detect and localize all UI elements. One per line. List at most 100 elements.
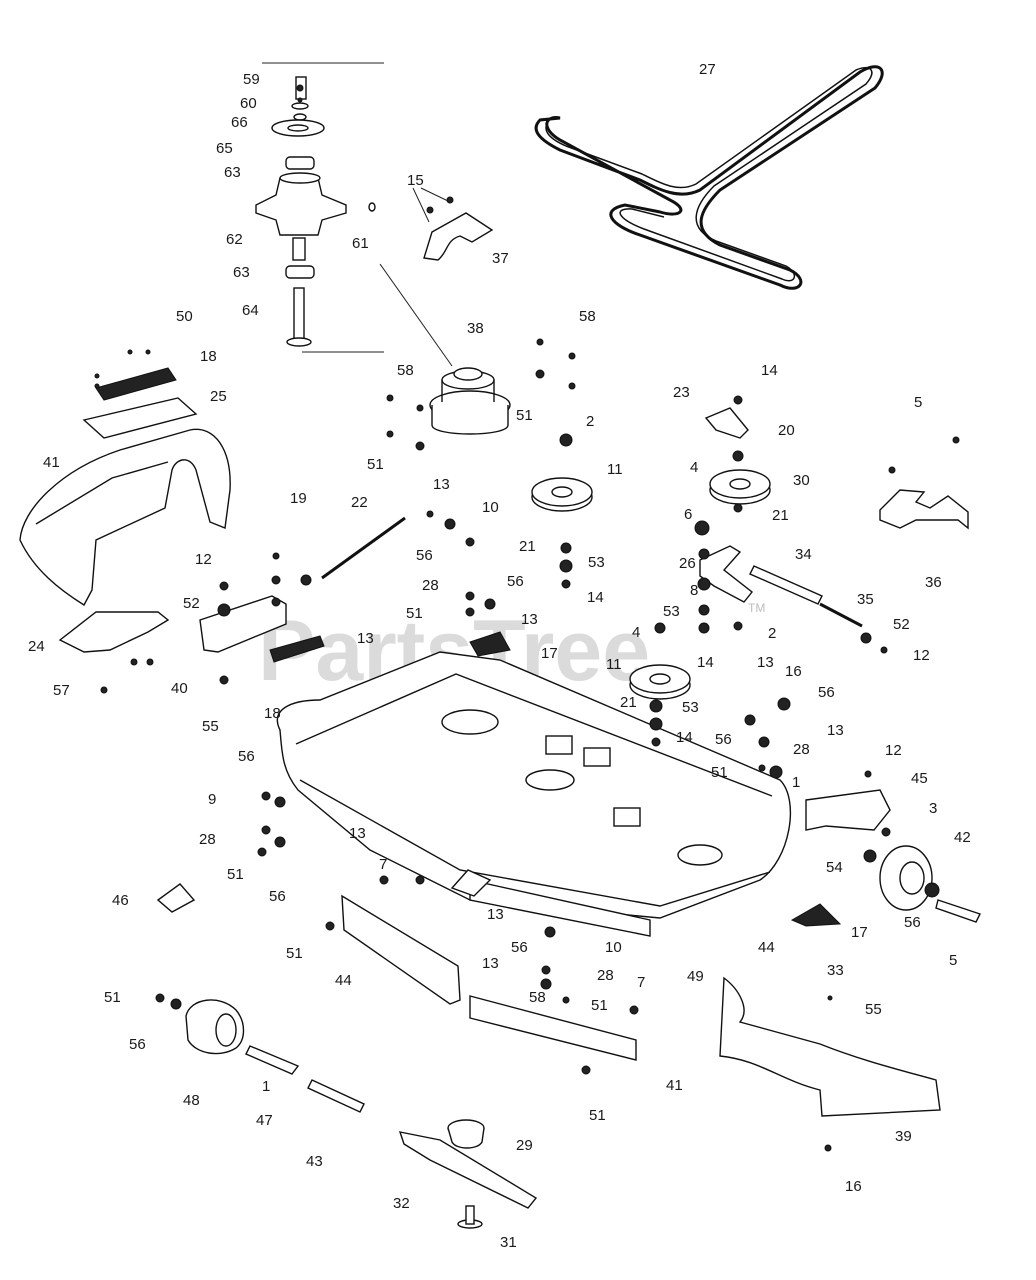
belt-cover[interactable] [19, 367, 231, 606]
callout-label[interactable]: 30 [793, 472, 810, 489]
callout-label[interactable]: 60 [240, 95, 257, 112]
callout-label[interactable]: 21 [620, 694, 637, 711]
callout-label[interactable]: 65 [216, 140, 233, 157]
drive-belt[interactable] [534, 65, 884, 290]
callout-label[interactable]: 19 [290, 490, 307, 507]
callout-label[interactable]: 56 [511, 939, 528, 956]
callout-label[interactable]: 10 [482, 499, 499, 516]
callout-label[interactable]: 12 [195, 551, 212, 568]
callout-label[interactable]: 63 [224, 164, 241, 181]
callout-label[interactable]: 36 [925, 574, 942, 591]
callout-label[interactable]: 41 [666, 1077, 683, 1094]
callout-label[interactable]: 51 [406, 605, 423, 622]
callout-label[interactable]: 52 [183, 595, 200, 612]
callout-label[interactable]: 13 [521, 611, 538, 628]
callout-label[interactable]: 2 [586, 413, 594, 430]
callout-label[interactable]: 34 [795, 546, 812, 563]
mower-deck-housing[interactable] [276, 651, 792, 937]
gauge-wheel[interactable] [879, 845, 981, 923]
callout-label[interactable]: 18 [200, 348, 217, 365]
callout-label[interactable]: 11 [607, 461, 623, 478]
mower-blade[interactable] [398, 1131, 538, 1209]
callout-label[interactable]: 28 [422, 577, 439, 594]
callout-label[interactable]: 51 [516, 407, 533, 424]
callout-label[interactable]: 22 [351, 494, 368, 511]
callout-label[interactable]: 4 [690, 459, 698, 476]
callout-label[interactable]: 51 [589, 1107, 606, 1124]
callout-label[interactable]: 57 [53, 682, 70, 699]
callout-label[interactable]: 14 [761, 362, 778, 379]
callout-label[interactable]: 1 [262, 1078, 270, 1095]
callout-label[interactable]: 13 [357, 630, 374, 647]
callout-label[interactable]: 58 [529, 989, 546, 1006]
tension-rod[interactable] [321, 516, 406, 580]
callout-label[interactable]: 42 [954, 829, 971, 846]
callout-label[interactable]: 14 [697, 654, 714, 671]
callout-label[interactable]: 7 [637, 974, 645, 991]
callout-label[interactable]: 10 [605, 939, 622, 956]
callout-label[interactable]: 7 [379, 856, 387, 873]
callout-label[interactable]: 52 [893, 616, 910, 633]
callout-label[interactable]: 17 [541, 645, 558, 662]
callout-label[interactable]: 64 [242, 302, 259, 319]
callout-label[interactable]: 56 [416, 547, 433, 564]
callout-label[interactable]: 44 [335, 972, 352, 989]
blade-bolt[interactable] [457, 1205, 483, 1229]
callout-label[interactable]: 6 [684, 506, 692, 523]
callout-label[interactable]: 25 [210, 388, 227, 405]
callout-label[interactable]: 13 [827, 722, 844, 739]
callout-label[interactable]: 58 [579, 308, 596, 325]
callout-label[interactable]: 51 [104, 989, 121, 1006]
callout-label[interactable]: 63 [233, 264, 250, 281]
callout-label[interactable]: 16 [845, 1178, 862, 1195]
callout-label[interactable]: 29 [516, 1137, 533, 1154]
callout-label[interactable]: 13 [482, 955, 499, 972]
callout-label[interactable]: 56 [507, 573, 524, 590]
callout-label[interactable]: 14 [676, 729, 693, 746]
callout-label[interactable]: 2 [768, 625, 776, 642]
callout-label[interactable]: 5 [949, 952, 957, 969]
rear-bracket-45[interactable] [805, 789, 891, 831]
callout-label[interactable]: 26 [679, 555, 696, 572]
callout-label[interactable]: 51 [286, 945, 303, 962]
callout-label[interactable]: 23 [673, 384, 690, 401]
callout-label[interactable]: 49 [687, 968, 704, 985]
callout-label[interactable]: 51 [227, 866, 244, 883]
callout-label[interactable]: 17 [851, 924, 868, 941]
callout-label[interactable]: 28 [793, 741, 810, 758]
front-rail-right[interactable] [469, 995, 637, 1061]
bracket-46[interactable] [156, 883, 196, 913]
callout-label[interactable]: 48 [183, 1092, 200, 1109]
callout-label[interactable]: 24 [28, 638, 45, 655]
callout-label[interactable]: 21 [772, 507, 789, 524]
callout-label[interactable]: 45 [911, 770, 928, 787]
callout-label[interactable]: 32 [393, 1195, 410, 1212]
callout-label[interactable]: 38 [467, 320, 484, 337]
callout-label[interactable]: 13 [487, 906, 504, 923]
callout-label[interactable]: 66 [231, 114, 248, 131]
axle-43[interactable] [307, 1079, 365, 1113]
callout-label[interactable]: 56 [238, 748, 255, 765]
callout-label[interactable]: 28 [199, 831, 216, 848]
callout-label[interactable]: 51 [591, 997, 608, 1014]
callout-label[interactable]: 56 [818, 684, 835, 701]
callout-label[interactable]: 54 [826, 859, 843, 876]
callout-label[interactable]: 56 [129, 1036, 146, 1053]
idler-pulley-top[interactable] [531, 477, 593, 512]
callout-label[interactable]: 58 [397, 362, 414, 379]
front-rail-left[interactable] [341, 894, 461, 1005]
callout-label[interactable]: 18 [264, 705, 281, 722]
callout-label[interactable]: 59 [243, 71, 260, 88]
callout-label[interactable]: 13 [433, 476, 450, 493]
roller-shaft-47[interactable] [245, 1045, 300, 1075]
callout-label[interactable]: 12 [885, 742, 902, 759]
callout-label[interactable]: 20 [778, 422, 795, 439]
callout-label[interactable]: 21 [519, 538, 536, 555]
shroud-bracket[interactable] [58, 611, 170, 653]
callout-label[interactable]: 27 [699, 61, 716, 78]
callout-label[interactable]: 51 [367, 456, 384, 473]
callout-label[interactable]: 4 [632, 624, 640, 641]
callout-label[interactable]: 47 [256, 1112, 273, 1129]
idler-bracket-40[interactable] [199, 595, 287, 653]
callout-label[interactable]: 62 [226, 231, 243, 248]
